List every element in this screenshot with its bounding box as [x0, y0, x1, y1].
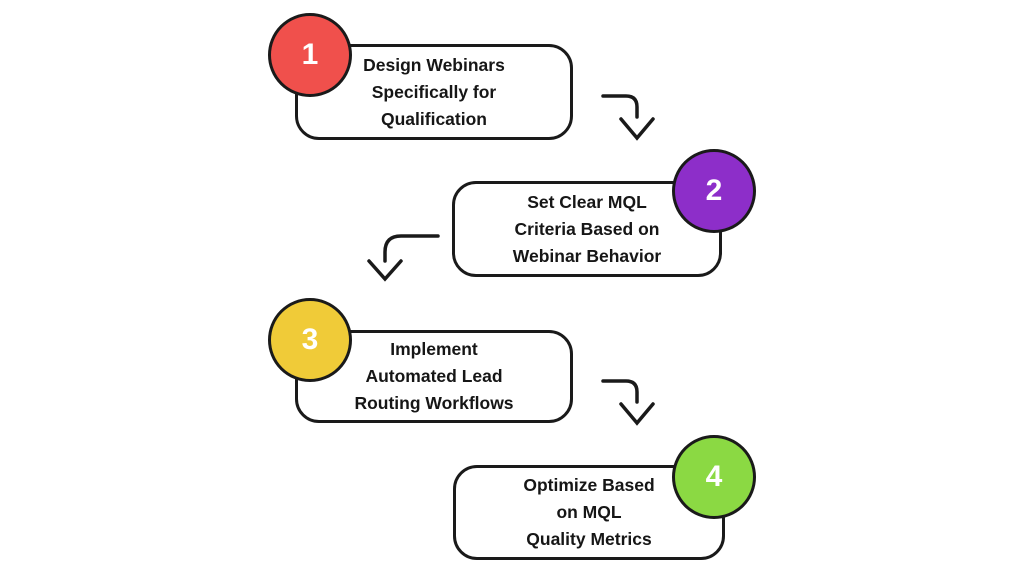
step-1-card: Design Webinars Specifically for Qualifi…	[295, 44, 573, 140]
step-3-number: 3	[301, 323, 319, 356]
step-4-number: 4	[705, 460, 723, 493]
step-3-text-line-2: Automated Lead	[365, 366, 503, 386]
step-2-text-line-3: Webinar Behavior	[512, 245, 662, 266]
step-2-number: 2	[705, 174, 723, 207]
step-1-number: 1	[301, 38, 319, 71]
step-3-number-badge: 3	[268, 298, 352, 382]
step-2-text-line-2: Criteria Based on	[514, 218, 660, 239]
arrow-step1-to-step2-icon	[601, 94, 655, 141]
step-4-number-badge: 4	[672, 435, 756, 519]
step-2-card: Set Clear MQL Criteria Based on Webinar …	[452, 181, 722, 277]
step-3-text-line-1: Implement	[390, 339, 478, 359]
step-4-text-line-1: Optimize Based	[523, 475, 655, 495]
arrow-step2-to-step3-icon	[367, 234, 440, 282]
step-4-text-line-2: on MQL	[556, 502, 622, 522]
step-4-text-line-3: Quality Metrics	[526, 529, 652, 549]
arrow-step3-to-step4-icon	[601, 379, 655, 426]
step-1-number-badge: 1	[268, 13, 352, 97]
step-1-text-line-3: Qualification	[381, 108, 487, 129]
step-1-text-line-1: Design Webinars	[363, 54, 505, 75]
step-1-text-line-2: Specifically for	[371, 81, 497, 102]
step-2-number-badge: 2	[672, 149, 756, 233]
step-3-text-line-3: Routing Workflows	[354, 393, 514, 413]
step-2-text-line-1: Set Clear MQL	[527, 191, 647, 212]
